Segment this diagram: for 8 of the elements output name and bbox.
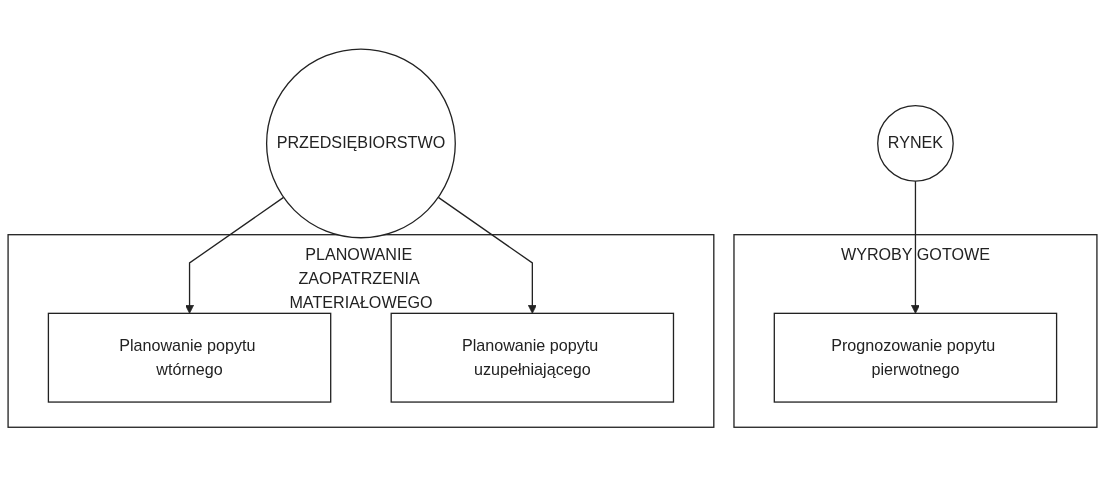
node-circle: PRZEDSIĘBIORSTWO [265, 48, 456, 239]
arrow [911, 180, 920, 315]
arrow [185, 197, 285, 315]
node-box: Planowanie popytu uzupełniającego [390, 313, 675, 404]
arrow [437, 197, 537, 315]
node-circle: RYNEK [877, 105, 954, 183]
node-box: Planowanie popytu wtórnego [47, 313, 332, 404]
node-box: Prognozowanie popytu pierwotnego [773, 313, 1058, 404]
